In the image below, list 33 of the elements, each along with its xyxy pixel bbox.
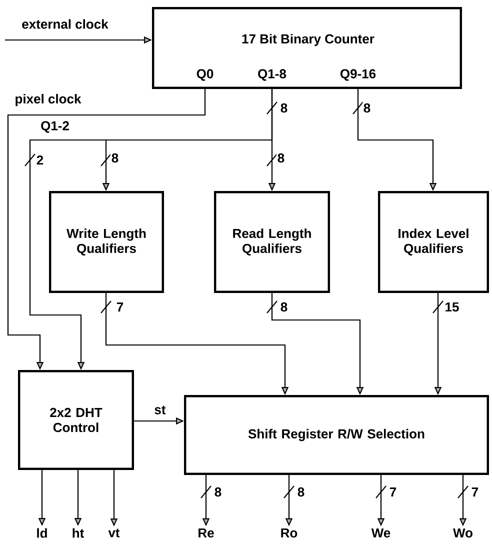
signal-label: vt	[108, 528, 120, 538]
block-box: Read Length Qualifiers	[214, 191, 330, 293]
edge-label: 7	[390, 488, 396, 496]
edge-label: 8	[278, 153, 284, 163]
signal-label: Q1-2	[41, 121, 69, 133]
port-label: Q9-16	[340, 69, 376, 81]
signal-label: ht	[72, 528, 84, 538]
signal-label: We	[371, 528, 390, 538]
bus-width: 8	[280, 103, 288, 113]
signal-label: Ro	[281, 528, 298, 538]
edge-label: 7	[472, 488, 478, 496]
edge-label: 8	[364, 103, 370, 113]
signal-label: ld	[37, 528, 47, 538]
block-box: 2x2 DHT Control	[18, 370, 134, 470]
block-box: Index Level Qualifiers	[378, 191, 489, 293]
block-box: Write Length Qualifiers	[49, 191, 164, 293]
edge-label: st	[154, 406, 166, 414]
signal-label: Wo	[453, 528, 472, 538]
edge-label: 8	[214, 487, 222, 497]
edge-label: 15	[446, 302, 459, 312]
block-box: Shift Register R/W Selection	[184, 395, 489, 475]
edge-label: 2	[36, 155, 44, 165]
port-label: Q0	[196, 69, 214, 81]
edge-label: 8	[280, 302, 288, 312]
edge-label: 7	[116, 302, 124, 312]
signal-label: Re	[198, 528, 214, 538]
counter-box	[152, 7, 462, 89]
box-title: 17 Bit Binary Counter	[242, 34, 374, 46]
edge-label: 8	[112, 153, 118, 163]
edge-label: pixel clock	[16, 94, 82, 106]
port-label: Q1-8	[258, 69, 286, 81]
edge-label: external clock	[22, 19, 108, 29]
edge-label: 8	[298, 487, 304, 497]
